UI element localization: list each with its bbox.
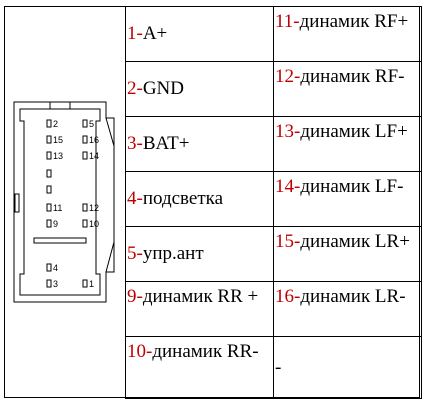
pin-label: 1 <box>89 279 94 289</box>
pinout-row: 10-динамик RR-- <box>125 336 422 399</box>
pin-13-cavity <box>46 151 52 160</box>
pin-separator: - <box>146 341 153 362</box>
pin-4-cavity <box>46 263 52 272</box>
pin-function: динамик LR- <box>300 286 406 307</box>
pin-11-cavity <box>46 203 52 212</box>
pin-5-cavity <box>82 119 88 128</box>
pin-blank-b <box>46 185 52 194</box>
pin-cell-left: 2-GND <box>125 61 274 117</box>
pin-1-cavity <box>82 279 88 288</box>
pin-function: динамик LR+ <box>300 231 410 252</box>
pin-number: 14 <box>275 176 294 197</box>
pin-label: 5 <box>89 119 94 129</box>
pin-number: 12 <box>275 66 294 87</box>
pin-9-cavity <box>46 219 52 228</box>
pin-function: упр.ант <box>142 243 204 264</box>
pin-separator: - <box>294 286 301 307</box>
pin-number: 5 <box>127 243 137 264</box>
pin-12-cavity <box>82 203 88 212</box>
pin-label: 11 <box>53 203 62 213</box>
pin-cell-right: - <box>273 336 422 399</box>
pin-label: 12 <box>89 203 99 213</box>
pin-2-cavity <box>46 119 52 128</box>
pin-number: 10 <box>127 341 146 362</box>
pin-function: подсветка <box>142 188 224 209</box>
pinout-row: 3-BAT+13-динамик LF+ <box>125 116 422 172</box>
connector-left-latch <box>14 193 20 213</box>
pin-label: 9 <box>53 219 58 229</box>
pin-cell-right: 11-динамик RF+ <box>273 6 422 62</box>
pin-label: 10 <box>89 219 99 229</box>
connector-housing <box>13 101 115 303</box>
pin-separator: - <box>136 133 143 154</box>
pinout-row: 9-динамик RR +16-динамик LR- <box>125 281 422 337</box>
pin-number: 3 <box>127 133 137 154</box>
pin-cell-right: 15-динамик LR+ <box>273 226 422 282</box>
pin-separator: - <box>294 66 301 87</box>
pin-cell-right: 16-динамик LR- <box>273 281 422 337</box>
pin-function: динамик LF- <box>300 176 404 197</box>
pin-cell-left: 10-динамик RR- <box>125 336 274 399</box>
pin-separator: - <box>294 121 301 142</box>
pin-10-cavity <box>82 219 88 228</box>
pin-cell-left: 5-упр.ант <box>125 226 274 282</box>
connector-diagram: 2 15 13 11 9 4 3 5 16 14 12 10 1 <box>13 101 115 303</box>
pin-separator: - <box>136 286 143 307</box>
pin-function: BAT+ <box>142 133 190 154</box>
pin-3-cavity <box>46 279 52 288</box>
pin-number: 16 <box>275 286 294 307</box>
pin-label: 15 <box>53 135 63 145</box>
pin-function: - <box>275 356 282 378</box>
pin-function: динамик RR- <box>152 341 259 362</box>
pin-cell-right: 14-динамик LF- <box>273 171 422 227</box>
connector-key-bar <box>33 237 87 244</box>
pin-function: динамик RF- <box>300 66 405 87</box>
pin-number: 9 <box>127 286 137 307</box>
pin-cell-left: 1-A+ <box>125 6 274 62</box>
pin-cell-right: 12-динамик RF- <box>273 61 422 117</box>
pin-function: GND <box>142 78 184 99</box>
pin-number: 1 <box>127 23 137 44</box>
pin-number: 4 <box>127 188 137 209</box>
connector-right-bevel <box>105 117 115 273</box>
pin-cell-right: 13-динамик LF+ <box>273 116 422 172</box>
pin-cell-left: 4-подсветка <box>125 171 274 227</box>
pin-function: динамик LF+ <box>300 121 408 142</box>
pin-label: 4 <box>53 263 58 273</box>
pin-number: 2 <box>127 78 137 99</box>
pin-number: 11 <box>275 11 294 32</box>
pin-separator: - <box>294 231 301 252</box>
pin-label: 16 <box>89 135 99 145</box>
pin-separator: - <box>293 11 300 32</box>
pinout-row: 1-A+11-динамик RF+ <box>125 6 422 62</box>
pin-label: 13 <box>53 151 63 161</box>
pin-function: динамик RF+ <box>299 11 409 32</box>
pin-separator: - <box>136 243 143 264</box>
pin-separator: - <box>294 176 301 197</box>
pin-number: 15 <box>275 231 294 252</box>
connector-top-notch <box>49 102 71 109</box>
pin-label: 3 <box>53 279 58 289</box>
connector-inner-body <box>19 108 101 296</box>
pin-separator: - <box>136 23 143 44</box>
pin-label: 14 <box>89 151 99 161</box>
pin-cell-left: 3-BAT+ <box>125 116 274 172</box>
pin-cell-left: 9-динамик RR + <box>125 281 274 337</box>
pin-separator: - <box>136 188 143 209</box>
pin-14-cavity <box>82 151 88 160</box>
pin-separator: - <box>136 78 143 99</box>
pin-function: A+ <box>142 23 168 44</box>
pin-number: 13 <box>275 121 294 142</box>
pin-15-cavity <box>46 135 52 144</box>
pin-label: 2 <box>53 119 58 129</box>
pin-function: динамик RR + <box>142 286 259 307</box>
pin-blank-a <box>46 169 52 178</box>
pin-16-cavity <box>82 135 88 144</box>
